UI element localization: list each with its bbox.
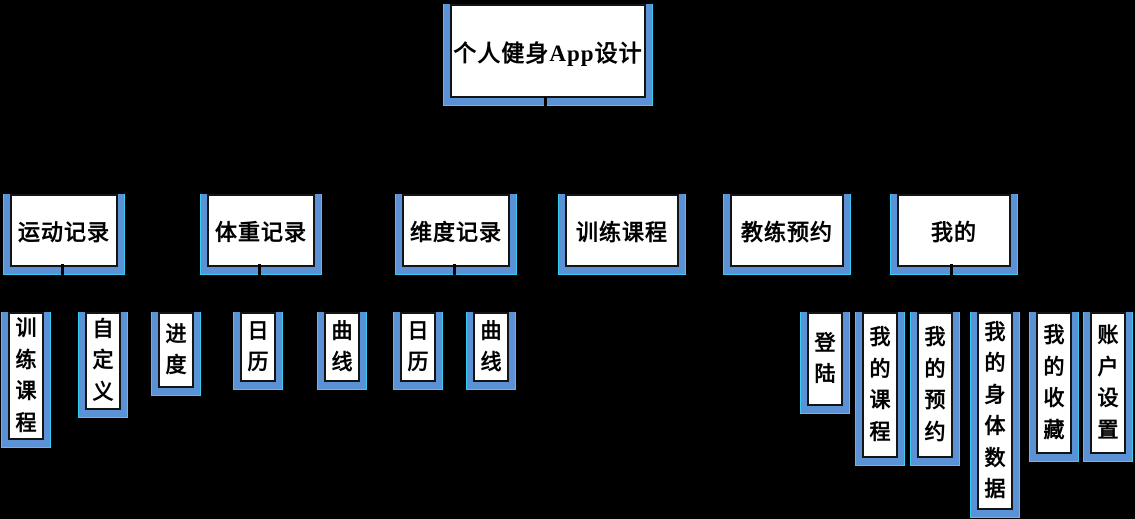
node-sport-record-label: 运动记录: [17, 219, 110, 245]
node-my-courses: 我的课程: [855, 312, 905, 466]
node-custom: 自定义: [78, 312, 128, 418]
node-dimension-record: 维度记录: [395, 194, 517, 275]
connector-stub-root: [544, 97, 547, 111]
node-curve-dimension: 曲线: [466, 312, 516, 390]
node-root: 个人健身App设计: [443, 4, 653, 106]
node-root-label: 个人健身App设计: [453, 41, 643, 66]
node-training-course-child-label: 训练课程: [15, 316, 37, 435]
node-weight-record: 体重记录: [200, 194, 322, 275]
node-sport-record: 运动记录: [3, 194, 125, 275]
node-coach-booking-label: 教练预约: [740, 219, 833, 245]
node-calendar-dimension-label: 日历: [407, 318, 429, 375]
node-calendar-dimension: 日历: [393, 312, 443, 390]
node-calendar-weight: 日历: [233, 312, 283, 390]
node-curve-weight-label: 曲线: [331, 318, 353, 375]
node-calendar-weight-label: 日历: [247, 318, 269, 375]
node-my-body-data-label: 我的身体数据: [984, 319, 1006, 502]
node-login-label: 登陆: [814, 330, 836, 387]
node-training-course-child: 训练课程: [1, 312, 51, 448]
connector-stub-sport-record: [61, 264, 64, 279]
node-curve-weight: 曲线: [317, 312, 367, 390]
connector-stub-dimension-record: [453, 264, 456, 279]
node-account-settings-label: 账户设置: [1097, 323, 1119, 442]
node-login: 登陆: [800, 312, 850, 414]
node-mine-label: 我的: [930, 219, 977, 245]
node-training-course-label: 训练课程: [575, 219, 668, 245]
node-weight-record-label: 体重记录: [214, 219, 307, 245]
node-curve-dimension-label: 曲线: [480, 318, 502, 375]
node-progress-label: 进度: [165, 321, 187, 378]
node-my-courses-label: 我的课程: [869, 325, 891, 444]
node-dimension-record-label: 维度记录: [409, 219, 502, 245]
connector-stub-weight-record: [258, 264, 261, 279]
node-root-box: 个人健身App设计: [450, 4, 646, 98]
node-custom-label: 自定义: [92, 316, 114, 404]
node-account-settings: 账户设置: [1083, 312, 1133, 462]
node-my-bookings: 我的预约: [910, 312, 960, 466]
node-progress: 进度: [151, 312, 201, 396]
node-training-course: 训练课程: [558, 194, 686, 275]
connector-stub-mine: [950, 264, 953, 279]
node-my-bookings-label: 我的预约: [924, 325, 946, 444]
node-my-favorites: 我的收藏: [1029, 312, 1079, 462]
node-my-body-data: 我的身体数据: [970, 312, 1020, 518]
node-my-favorites-label: 我的收藏: [1043, 323, 1065, 442]
node-mine: 我的: [890, 194, 1018, 275]
node-coach-booking: 教练预约: [723, 194, 851, 275]
